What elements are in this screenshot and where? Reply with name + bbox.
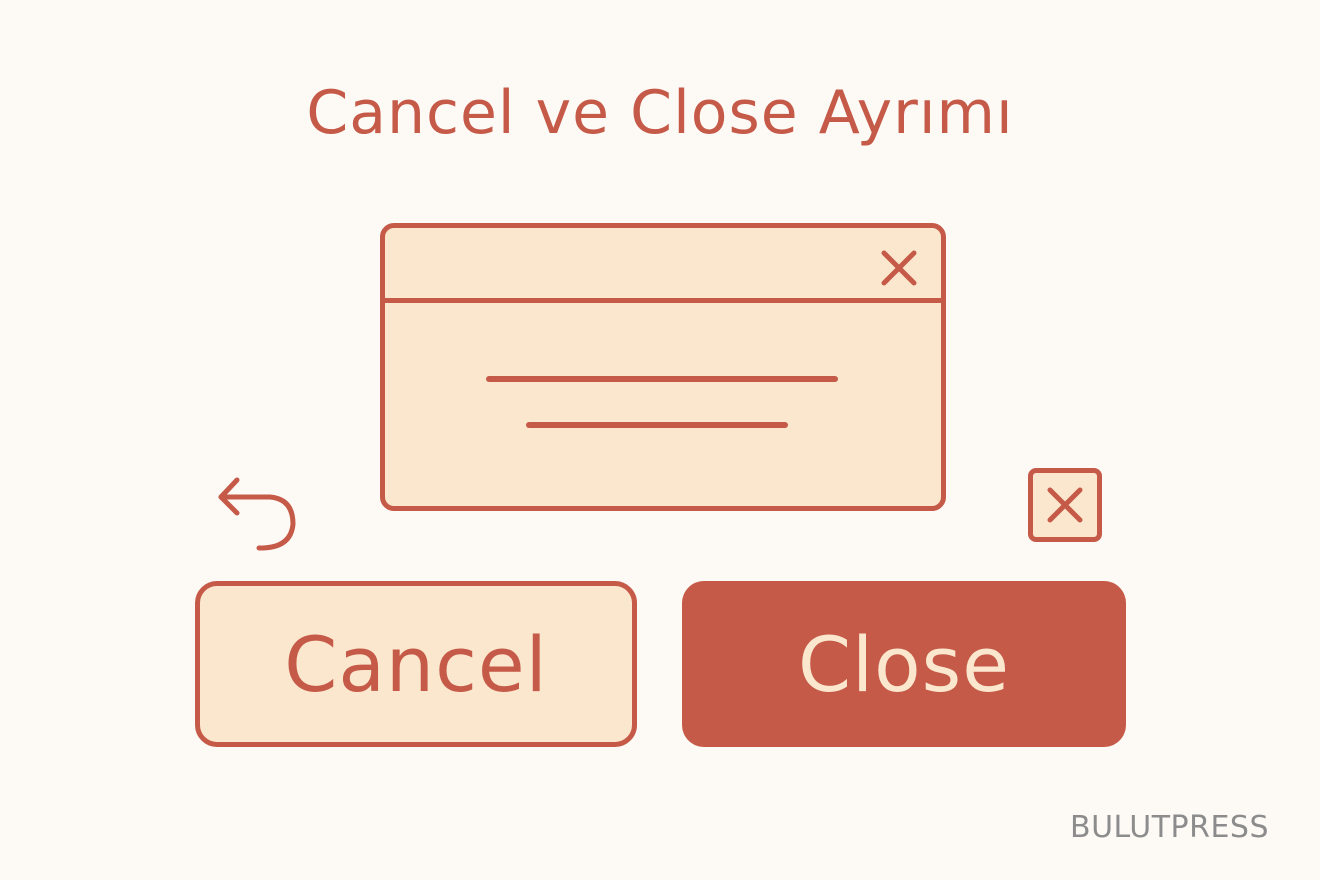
undo-arrow-icon — [218, 477, 296, 551]
close-button-label: Close — [797, 619, 1011, 709]
cancel-button-label: Cancel — [284, 619, 548, 709]
x-icon — [1047, 487, 1083, 523]
close-icon[interactable] — [879, 248, 919, 288]
page-title: Cancel ve Close Ayrımı — [306, 78, 1014, 148]
cancel-button[interactable]: Cancel — [195, 581, 637, 747]
content-line-2 — [526, 422, 788, 428]
dialog-window — [380, 223, 946, 511]
close-button[interactable]: Close — [682, 581, 1126, 747]
content-line-1 — [486, 376, 838, 382]
close-box-icon[interactable] — [1028, 468, 1102, 542]
brand-watermark: BULUTPRESS — [1070, 810, 1270, 845]
dialog-header — [385, 228, 941, 303]
